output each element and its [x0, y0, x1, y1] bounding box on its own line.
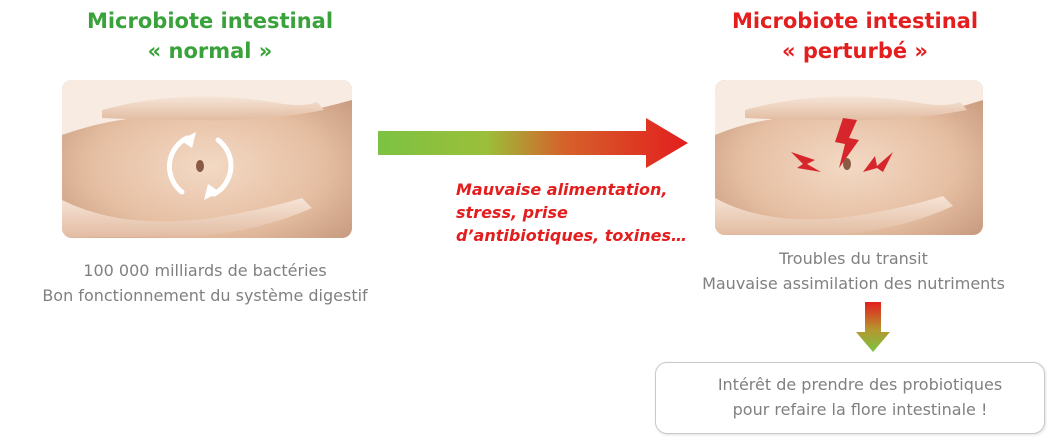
causes-text: Mauvaise alimentation, stress, prise d’a…: [456, 178, 687, 247]
conclusion-box: Intérêt de prendre des probiotiques pour…: [655, 362, 1045, 434]
perturbe-title-line1: Microbiote intestinal: [700, 6, 1010, 36]
normal-belly-illustration: [62, 80, 352, 238]
normal-title-line2: « normal »: [60, 36, 360, 66]
perturbe-title-line2: « perturbé »: [700, 36, 1010, 66]
perturbe-caption-line2: Mauvaise assimilation des nutriments: [660, 271, 1047, 296]
causes-line2: stress, prise: [456, 201, 687, 224]
perturbe-caption-line1: Troubles du transit: [660, 246, 1047, 271]
perturbe-belly-image: [715, 80, 983, 235]
perturbe-title: Microbiote intestinal « perturbé »: [700, 6, 1010, 66]
perturbe-belly-illustration: [715, 80, 983, 235]
causes-line1: Mauvaise alimentation,: [456, 178, 687, 201]
normal-title: Microbiote intestinal « normal »: [60, 6, 360, 66]
normal-caption: 100 000 milliards de bactéries Bon fonct…: [0, 258, 410, 308]
conclusion-line1: Intérêt de prendre des probiotiques: [676, 372, 1044, 397]
transition-arrow-icon: [378, 118, 688, 168]
perturbe-caption: Troubles du transit Mauvaise assimilatio…: [660, 246, 1047, 296]
navel: [196, 160, 204, 172]
causes-line3: d’antibiotiques, toxines…: [456, 224, 687, 247]
normal-caption-line2: Bon fonctionnement du système digestif: [0, 283, 410, 308]
normal-title-line1: Microbiote intestinal: [60, 6, 360, 36]
normal-belly-image: [62, 80, 352, 238]
conclusion-line2: pour refaire la flore intestinale !: [676, 397, 1044, 422]
down-arrow-icon: [856, 302, 890, 352]
normal-caption-line1: 100 000 milliards de bactéries: [0, 258, 410, 283]
